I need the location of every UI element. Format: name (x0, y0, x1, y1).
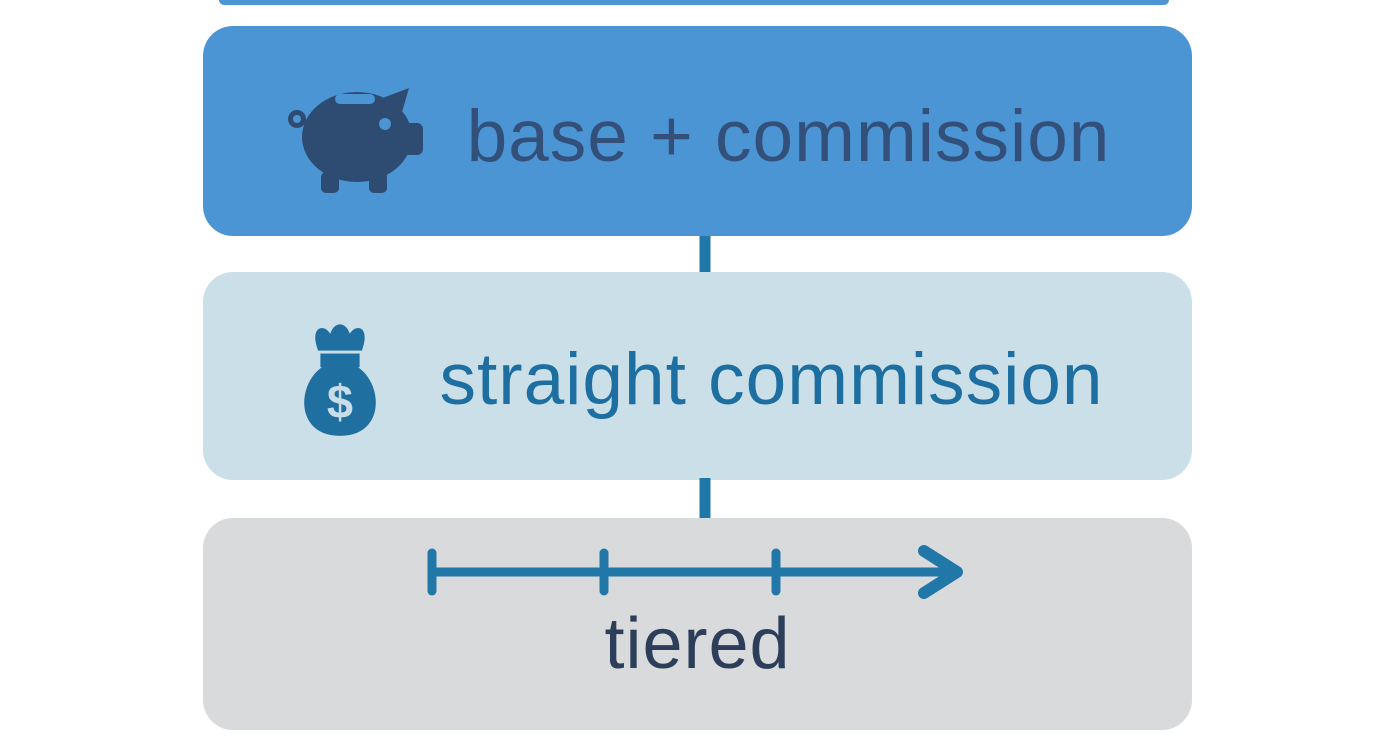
money-bag-icon: $ (291, 317, 389, 442)
dollar-symbol: $ (327, 375, 353, 428)
timeline-arrow-icon (418, 542, 978, 604)
cropped-node-top-edge (219, 0, 1169, 5)
node-straight-commission: $ straight commission (203, 272, 1192, 480)
piggy-bank-icon (285, 79, 425, 194)
node-label: straight commission (439, 338, 1104, 420)
node-base-plus-commission: base + commission (203, 26, 1192, 236)
node-label: tiered (604, 604, 791, 684)
node-tiered: tiered (203, 518, 1192, 730)
node-label: base + commission (466, 95, 1111, 177)
